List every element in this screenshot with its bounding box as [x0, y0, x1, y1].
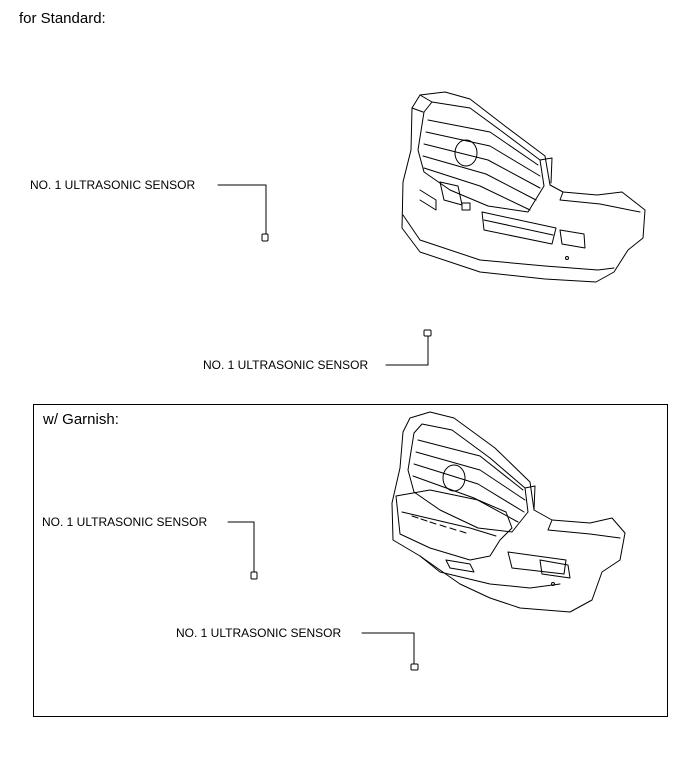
callout-leader-garnish-lower [361, 632, 415, 665]
ultrasonic-sensor-icon [261, 233, 269, 242]
garnish-variant-frame [33, 404, 668, 717]
callout-label-standard-upper: NO. 1 ULTRASONIC SENSOR [30, 178, 196, 192]
callout-leader-garnish-upper [227, 521, 255, 573]
callout-leader-standard-upper [217, 184, 267, 235]
callout-label-standard-lower: NO. 1 ULTRASONIC SENSOR [203, 358, 369, 372]
ultrasonic-sensor-icon [410, 663, 419, 671]
front-bumper-with-garnish-illustration [391, 411, 626, 613]
callout-label-garnish-upper: NO. 1 ULTRASONIC SENSOR [42, 515, 208, 529]
ultrasonic-sensor-icon [250, 571, 258, 580]
callout-leader-standard-lower [385, 335, 429, 366]
garnish-heading: w/ Garnish: [43, 411, 119, 428]
ultrasonic-sensor-icon [423, 329, 432, 337]
callout-label-garnish-lower: NO. 1 ULTRASONIC SENSOR [176, 626, 342, 640]
front-bumper-illustration [401, 91, 646, 283]
standard-heading: for Standard: [19, 10, 106, 27]
